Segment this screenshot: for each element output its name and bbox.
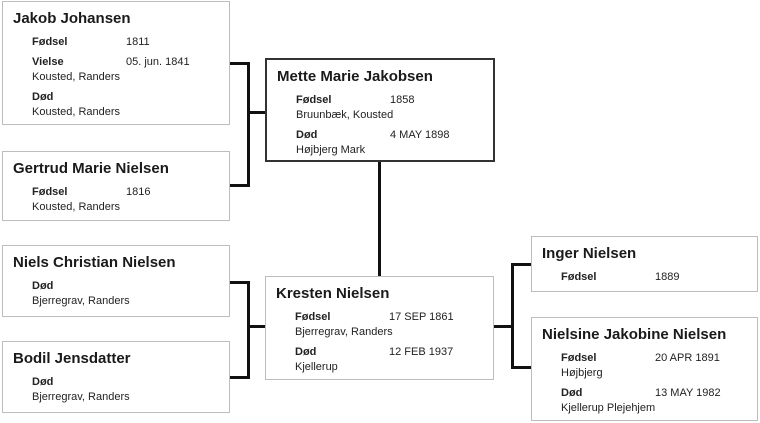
event-label: Fødsel — [561, 352, 597, 364]
connector-mette-parents-horizontal — [247, 111, 267, 114]
connector-niels — [230, 281, 250, 284]
connector-mette-kresten — [378, 162, 381, 276]
connector-nielsine — [511, 366, 531, 369]
connector-jakob — [230, 62, 250, 65]
event-label: Død — [32, 280, 54, 292]
event-date: 05. jun. 1841 — [126, 56, 190, 68]
event-label: Fødsel — [561, 271, 597, 283]
event-place: Bjerregrav, Randers — [295, 326, 393, 338]
connector-mette-parents-vertical — [247, 62, 250, 187]
event-place: Kjellerup Plejehjem — [561, 402, 656, 414]
event-place: Højbjerg Mark — [296, 144, 366, 156]
event-place: Kousted, Randers — [32, 201, 121, 213]
event-date: 1811 — [126, 36, 150, 48]
event-label: Død — [295, 346, 317, 358]
person-name: Nielsine Jakobine Nielsen — [542, 326, 727, 343]
person-name: Gertrud Marie Nielsen — [13, 160, 169, 177]
person-name: Kresten Nielsen — [276, 285, 390, 302]
event-label: Død — [32, 91, 54, 103]
event-label: Død — [296, 129, 318, 141]
person-name: Jakob Johansen — [13, 10, 131, 27]
event-label: Vielse — [32, 56, 64, 68]
connector-kresten-children-horizontal — [494, 325, 514, 328]
event-date: 1816 — [126, 186, 151, 198]
event-date: 12 FEB 1937 — [389, 346, 454, 358]
event-date: 1858 — [390, 94, 415, 106]
event-label: Fødsel — [296, 94, 332, 106]
person-name: Niels Christian Nielsen — [13, 254, 176, 271]
connector-children-vertical — [511, 263, 514, 369]
event-entry: Fødsel 1811 — [32, 35, 219, 50]
event-place: Bjerregrav, Randers — [32, 391, 130, 403]
person-name: Bodil Jensdatter — [13, 350, 131, 367]
event-label: Fødsel — [32, 186, 68, 198]
event-date: 4 MAY 1898 — [390, 129, 450, 141]
event-place: Bjerregrav, Randers — [32, 295, 130, 307]
event-date: 1889 — [655, 271, 680, 283]
person-name: Mette Marie Jakobsen — [277, 68, 433, 85]
person-name: Inger Nielsen — [542, 245, 637, 262]
event-date: 17 SEP 1861 — [389, 311, 454, 323]
event-label: Død — [32, 376, 54, 388]
event-label: Død — [561, 387, 583, 399]
connector-gertrud — [230, 184, 250, 187]
event-date: 13 MAY 1982 — [655, 387, 721, 399]
event-place: Kjellerup — [295, 361, 338, 373]
connector-kresten-parents-vertical — [247, 281, 250, 379]
event-place: Højbjerg — [561, 367, 603, 379]
event-label: Fødsel — [32, 36, 68, 48]
event-entry: Fødsel 1889 — [561, 270, 747, 285]
event-place: Kousted, Randers — [32, 71, 121, 83]
event-place: Kousted, Randers — [32, 106, 121, 118]
connector-inger — [511, 263, 531, 266]
connector-bodil — [230, 376, 250, 379]
event-place: Bruunbæk, Kousted — [296, 109, 394, 121]
event-date: 20 APR 1891 — [655, 352, 720, 364]
connector-kresten-parents-horizontal — [247, 325, 265, 328]
event-label: Fødsel — [295, 311, 331, 323]
